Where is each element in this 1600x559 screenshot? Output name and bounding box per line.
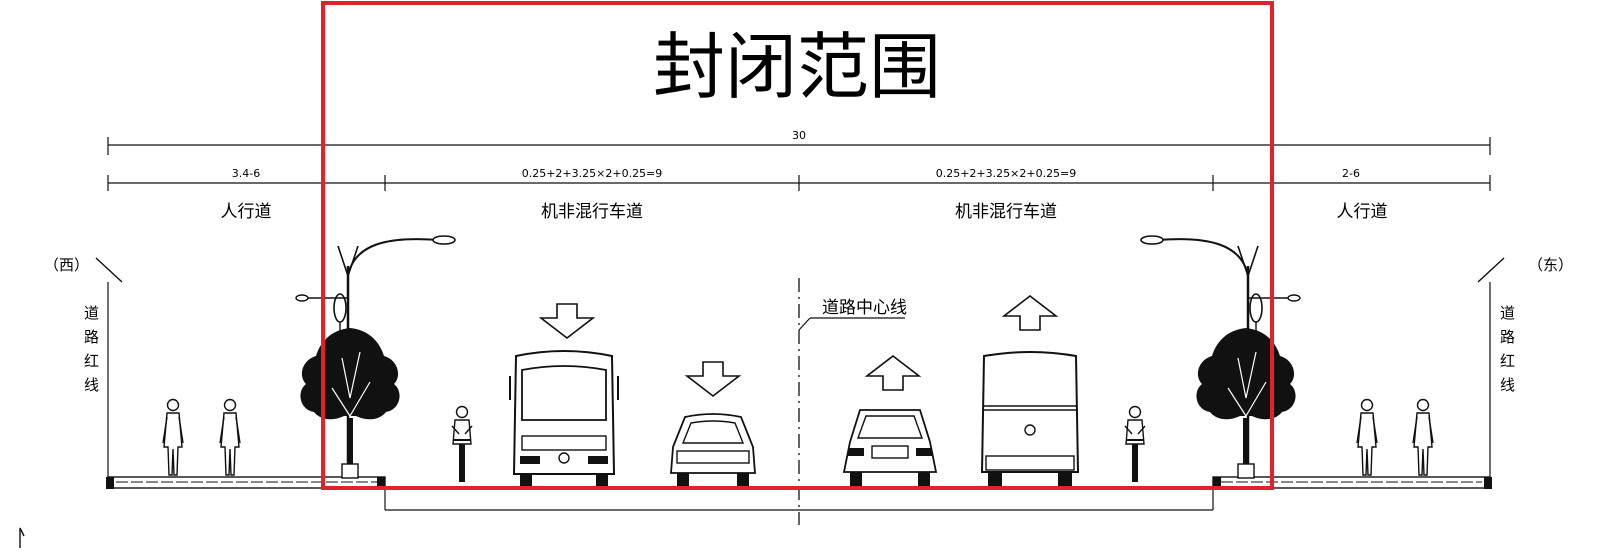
east-sidewalk-width-label: 2-6: [1342, 167, 1360, 180]
arrow-up-icon: [866, 355, 920, 391]
tree-icon: [299, 327, 401, 479]
svg-text:道: 道: [1500, 304, 1515, 322]
west-carriageway-width-label: 0.25+2+3.25×2+0.25=9: [522, 167, 663, 180]
arrow-down-icon: [686, 361, 740, 397]
pedestrian-icon: [219, 398, 241, 476]
car-front-icon: [843, 409, 937, 487]
svg-text:线: 线: [1500, 376, 1515, 394]
bus-front-icon: [509, 350, 619, 487]
west-red-line-label: 道 路 红 线: [84, 304, 99, 394]
svg-text:道: 道: [84, 304, 99, 322]
east-sidewalk-label: 人行道: [1337, 202, 1388, 222]
cyclist-icon: [451, 405, 473, 483]
centerline-label: 道路中心线: [822, 298, 907, 318]
west-sidewalk-label: 人行道: [221, 202, 272, 222]
svg-text:路: 路: [84, 328, 99, 346]
west-direction-label: （西）: [44, 256, 89, 274]
east-carriageway-label: 机非混行车道: [955, 202, 1057, 222]
svg-text:路: 路: [1500, 328, 1515, 346]
total-width-label: 30: [792, 129, 806, 142]
east-carriageway-width-label: 0.25+2+3.25×2+0.25=9: [936, 167, 1077, 180]
pedestrian-icon: [1356, 398, 1378, 476]
closure-label: 封闭范围: [653, 25, 941, 109]
bus-rear-icon: [981, 351, 1079, 487]
car-rear-icon: [670, 413, 756, 488]
west-carriageway-label: 机非混行车道: [541, 202, 643, 222]
svg-text:红: 红: [84, 352, 99, 370]
pedestrian-icon: [162, 398, 184, 476]
svg-text:红: 红: [1500, 352, 1515, 370]
east-red-line-label: 道 路 红 线: [1500, 304, 1515, 394]
cyclist-icon: [1124, 405, 1146, 483]
svg-text:线: 线: [84, 376, 99, 394]
pedestrian-icon: [1412, 398, 1434, 476]
east-direction-label: （东）: [1528, 256, 1573, 274]
closure-boundary: [321, 1, 1274, 490]
west-sidewalk-width-label: 3.4-6: [232, 167, 260, 180]
arrow-up-icon: [1003, 295, 1057, 331]
arrow-down-icon: [540, 303, 594, 339]
dimension-lines: [107, 137, 1491, 191]
tree-icon: [1195, 327, 1297, 479]
